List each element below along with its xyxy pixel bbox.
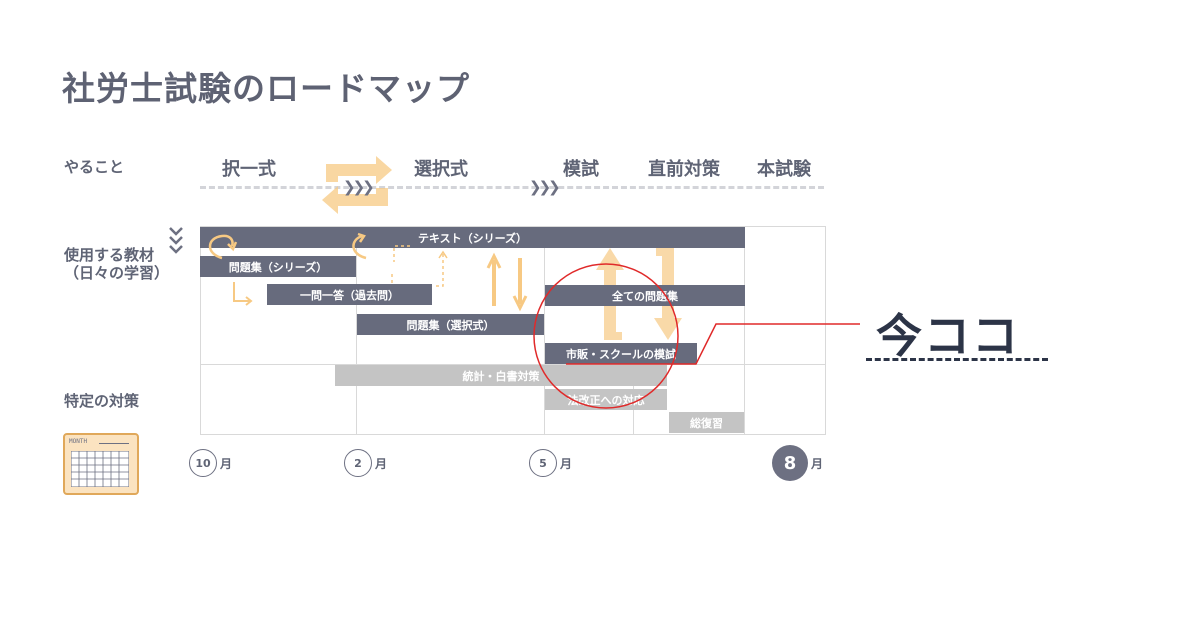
row-label-todo: やること [64, 158, 125, 176]
bar-law-change: 法改正への対応 [545, 389, 667, 410]
calendar-grid [71, 451, 129, 487]
calendar-label: MONTH [69, 438, 88, 445]
month-number: 8 [772, 445, 808, 481]
month-number: 5 [529, 449, 557, 477]
phase-exam: 本試験 [757, 159, 811, 180]
month-marker-may: 5 月 [529, 449, 572, 477]
now-underline [866, 358, 1048, 361]
row-label-materials: 使用する教材 （日々の学習） [64, 246, 169, 282]
bar-stats: 統計・白書対策 [335, 365, 667, 386]
bar-mock: 市販・スクールの模試 [545, 343, 697, 364]
bar-problem-series: 問題集（シリーズ） [200, 256, 356, 277]
phase-mock: 模試 [563, 159, 599, 180]
cycle-arrows-icon [322, 156, 392, 214]
month-marker-oct: 10 月 [189, 449, 232, 477]
month-unit: 月 [560, 456, 573, 471]
bar-all-problems: 全ての問題集 [545, 285, 745, 306]
calendar-header-line [99, 443, 129, 444]
page-title: 社労士試験のロードマップ [62, 69, 470, 108]
grid-line [544, 226, 545, 434]
phase-choice: 択一式 [222, 159, 276, 180]
chevron-down-icon [169, 227, 183, 254]
row-label-special: 特定の対策 [64, 392, 140, 410]
month-marker-aug: 8 月 [772, 445, 823, 481]
month-unit: 月 [375, 456, 388, 471]
grid-line [744, 226, 745, 434]
bar-review: 総復習 [669, 412, 744, 433]
now-label: 今ココ [876, 309, 1020, 363]
month-unit: 月 [220, 456, 233, 471]
row-label-materials-line1: 使用する教材 [64, 246, 155, 264]
flow-arrows [208, 232, 528, 312]
phase-final: 直前対策 [648, 159, 720, 180]
grid-line [356, 226, 357, 434]
bar-problem-select: 問題集（選択式） [357, 314, 544, 335]
bar-text-series: テキスト（シリーズ） [200, 227, 745, 248]
phase-dashed-line [200, 186, 824, 189]
month-number: 2 [344, 449, 372, 477]
highlight-marker [533, 263, 860, 409]
grid-line [200, 364, 825, 365]
month-unit: 月 [811, 456, 824, 471]
chevron-right-icon: ❯❯❯ [529, 178, 561, 196]
month-number: 10 [189, 449, 217, 477]
chevron-right-icon: ❯❯❯ [343, 178, 375, 196]
timeline-grid [200, 226, 826, 435]
bar-ichimon: 一問一答（過去問） [267, 284, 432, 305]
month-marker-feb: 2 月 [344, 449, 387, 477]
row-label-materials-line2: （日々の学習） [64, 264, 170, 282]
phase-select: 選択式 [414, 159, 468, 180]
calendar-icon: MONTH [63, 433, 139, 495]
